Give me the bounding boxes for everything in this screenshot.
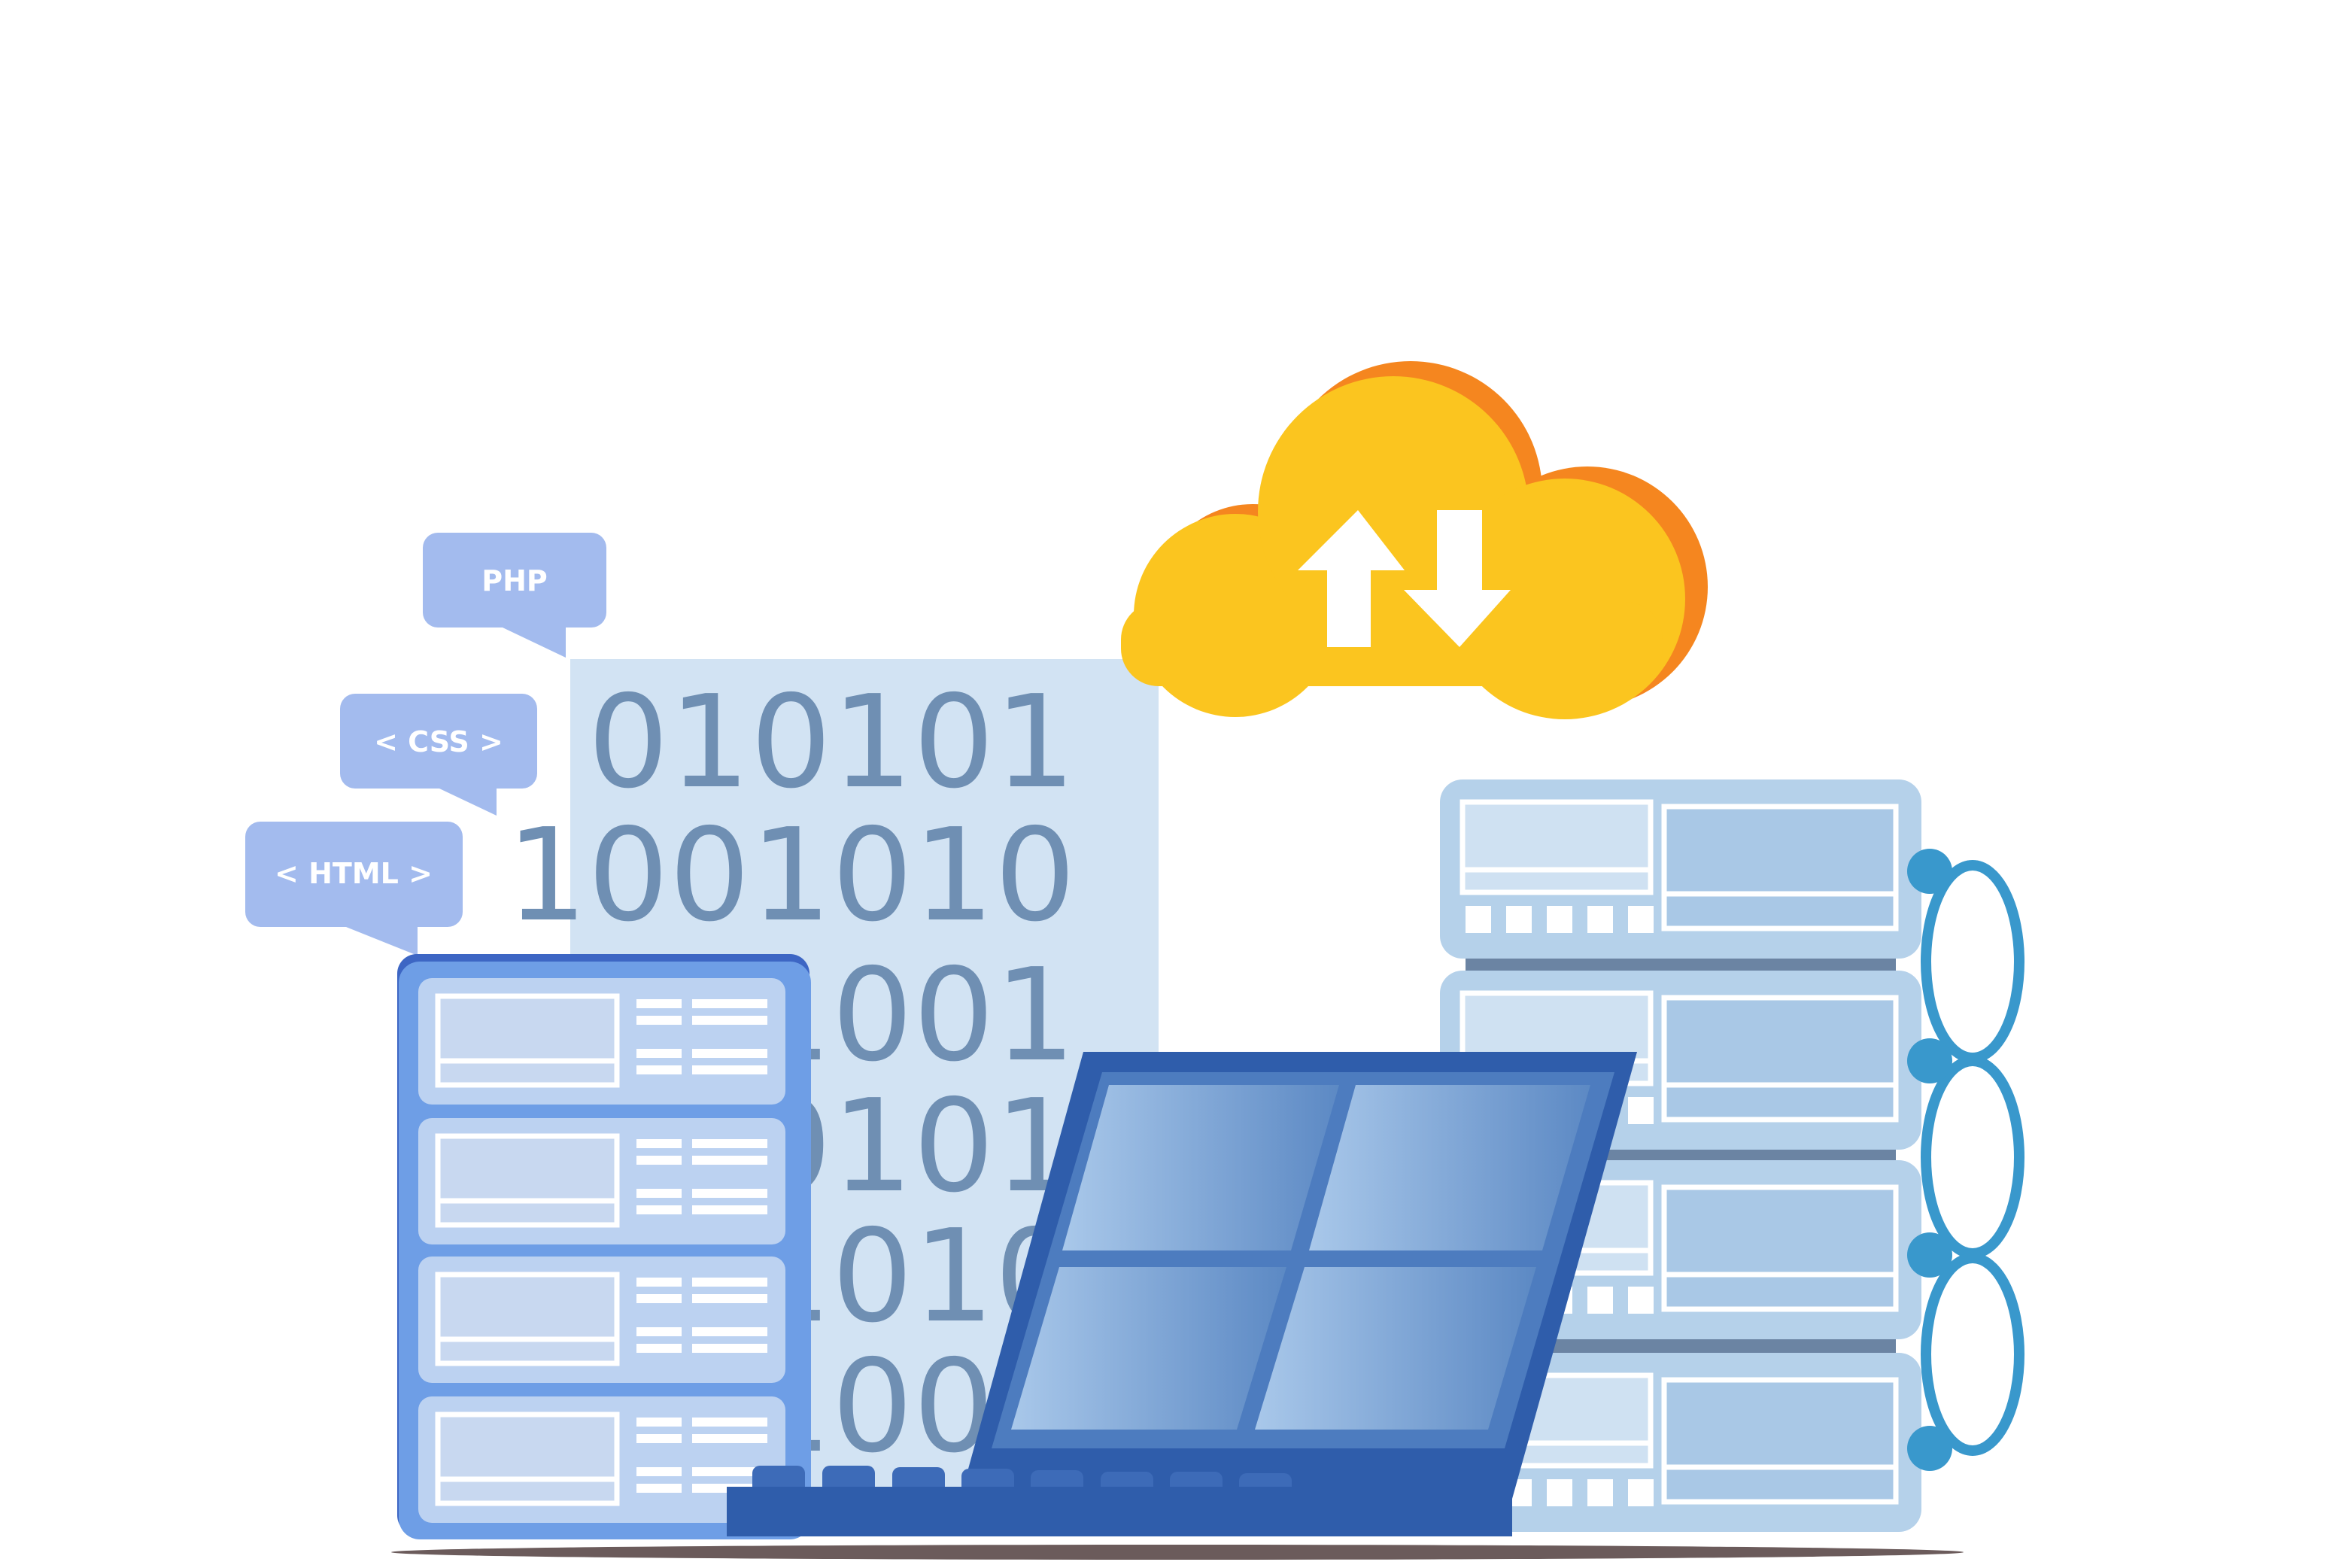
network-cable <box>1921 860 2024 1456</box>
left-server-unit <box>418 1257 785 1383</box>
cable-ports <box>1907 849 1952 1471</box>
cloud-upload-download-icon <box>1121 361 1708 719</box>
right-server-unit <box>1440 779 1921 959</box>
css-bubble: < CSS > <box>340 694 537 816</box>
php-label: PHP <box>481 564 548 597</box>
left-server-unit <box>418 1118 785 1244</box>
arrow-up-icon <box>1298 510 1405 647</box>
right-server-unit <box>1440 1353 1921 1532</box>
arrow-down-icon <box>1404 510 1511 647</box>
left-server-unit <box>418 1396 785 1523</box>
laptop-screen-panels <box>1011 1085 1590 1430</box>
html-bubble: < HTML > <box>245 822 463 956</box>
left-server-rack <box>397 954 811 1539</box>
css-label: < CSS > <box>374 725 503 758</box>
left-server-unit <box>418 978 785 1105</box>
binary-row-2: 1001010 <box>506 801 1076 950</box>
php-bubble: PHP <box>423 533 606 658</box>
html-label: < HTML > <box>275 857 433 890</box>
laptop-base <box>727 1487 1512 1536</box>
laptop <box>727 1052 1637 1536</box>
ground-shadow <box>391 1545 1964 1560</box>
binary-row-1: 010101 <box>588 668 1076 817</box>
